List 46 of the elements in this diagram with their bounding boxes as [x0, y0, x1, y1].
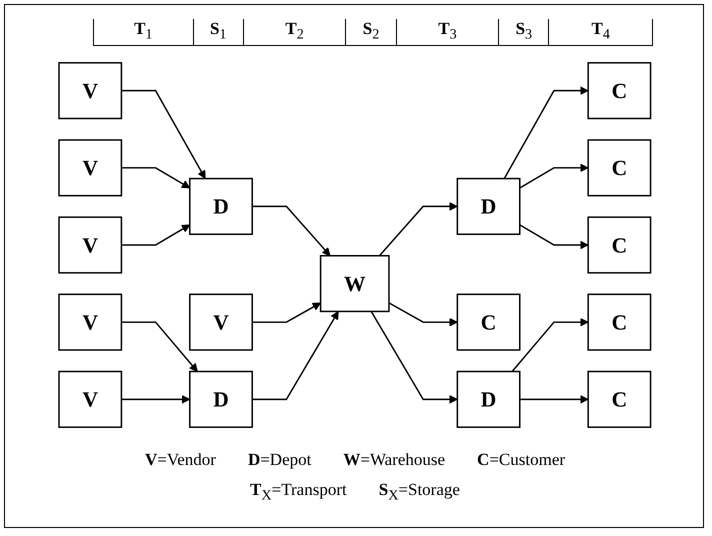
node-box: C	[456, 294, 521, 351]
arrow	[122, 167, 190, 188]
arrow	[252, 311, 339, 400]
node-box: V	[189, 294, 254, 351]
node-box: D	[456, 370, 521, 428]
arrow	[252, 206, 331, 256]
arrow	[388, 302, 458, 326]
arrow	[504, 86, 589, 179]
node-box: V	[58, 62, 122, 120]
arrow	[520, 224, 589, 250]
arrow	[512, 318, 589, 372]
legend-text: T$_{X}$=Transport	[250, 480, 347, 499]
node-box: C	[588, 139, 652, 196]
arrow	[122, 395, 190, 404]
node-box: D	[189, 370, 254, 428]
arrow	[122, 90, 206, 179]
legend-text: W=Warehouse	[343, 450, 446, 469]
node-box: D	[189, 178, 254, 235]
arrow	[252, 302, 322, 323]
node-box: C	[588, 216, 652, 274]
timeline-label: T$_{2}$	[285, 19, 304, 44]
node-box: C	[588, 62, 652, 120]
legend-text: V=Vendor	[144, 450, 216, 469]
node-box: V	[58, 139, 122, 196]
timeline-label: S$_{3}$	[516, 19, 532, 44]
timeline-label: T$_{3}$	[438, 19, 457, 44]
arrow	[370, 311, 458, 404]
node-box: C	[588, 294, 652, 351]
arrow	[122, 224, 190, 246]
node-box: D	[456, 178, 521, 235]
timeline-label: T$_{1}$	[134, 19, 152, 44]
node-box: C	[588, 370, 652, 428]
arrow	[520, 395, 589, 404]
arrow	[122, 321, 198, 372]
node-box: W	[320, 255, 390, 312]
node-box: V	[58, 370, 122, 428]
arrow	[520, 164, 589, 189]
legend-text: C=Customer	[477, 450, 566, 469]
timeline-label: T$_{4}$	[592, 19, 610, 44]
legend-text: S$_{X}$=Storage	[378, 480, 460, 499]
node-box: V	[58, 216, 122, 274]
arrow	[379, 202, 458, 256]
timeline-label: S$_{1}$	[210, 19, 226, 44]
timeline-label: S$_{2}$	[362, 19, 380, 44]
legend-text: D=Depot	[248, 450, 312, 469]
node-box: V	[58, 294, 122, 351]
